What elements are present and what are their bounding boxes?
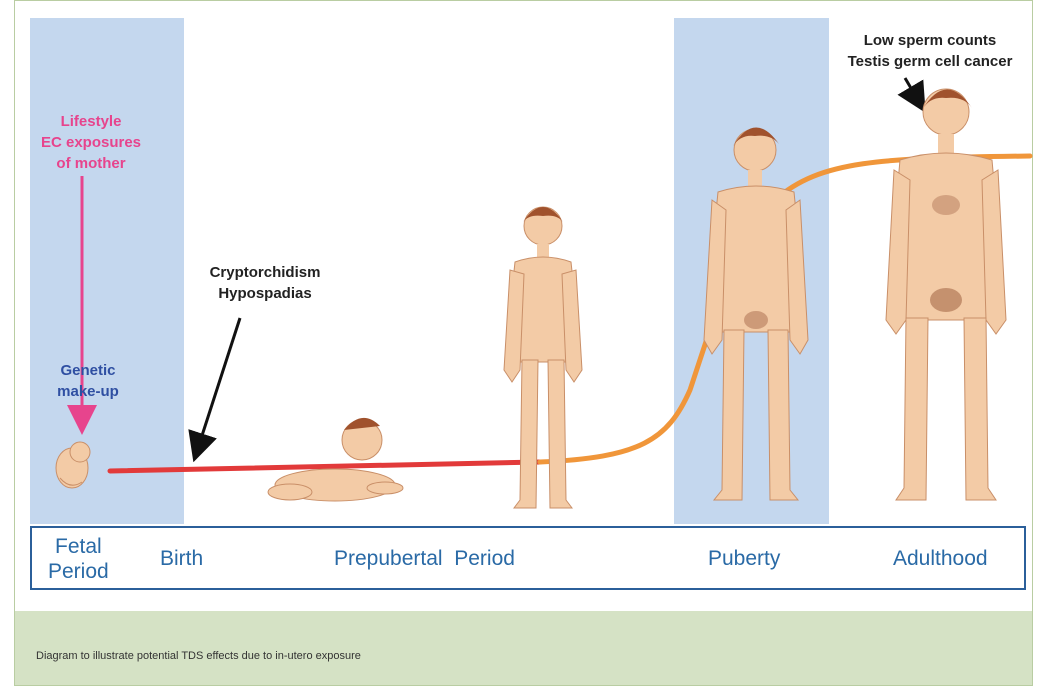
crawling-baby-icon <box>268 418 403 501</box>
pubertal-male-icon <box>704 127 808 500</box>
genetic-makeup-label: Genetic make-up <box>40 360 136 402</box>
congenital-effects-label: Cryptorchidism Hypospadias <box>180 262 350 304</box>
adult-effects-arrow <box>905 78 918 100</box>
lifestyle-exposure-label: Lifestyle EC exposures of mother <box>28 111 154 174</box>
stage-birth: Birth <box>160 546 203 571</box>
stage-prepubertal-period: Prepubertal Period <box>334 546 515 571</box>
congenital-arrow <box>198 318 240 448</box>
stage-adulthood: Adulthood <box>893 546 988 571</box>
stage-fetal-period: Fetal Period <box>48 534 109 584</box>
adult-effects-label: Low sperm counts Testis germ cell cancer <box>820 30 1040 72</box>
stage-puberty: Puberty <box>708 546 780 571</box>
caption-panel <box>15 611 1032 685</box>
fetus-icon <box>56 442 90 488</box>
adult-male-icon <box>886 89 1006 500</box>
figure-caption: Diagram to illustrate potential TDS effe… <box>36 650 361 662</box>
